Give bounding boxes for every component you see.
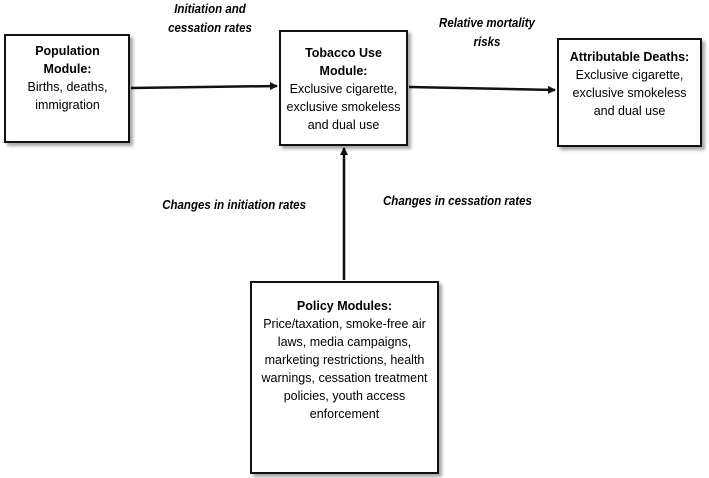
policy-modules-box: Policy Modules: Price/taxation, smoke-fr… (250, 281, 439, 474)
population-module-title: Population Module: (35, 44, 100, 76)
policy-modules-title: Policy Modules: (296, 299, 393, 313)
mortality-risk-label: Relative mortality risks (439, 16, 535, 49)
arrow-tobacco-to-deaths (408, 85, 556, 94)
attributable-deaths-box: Attributable Deaths: Exclusive cigarette… (557, 38, 702, 147)
tobacco-use-module-title: Tobacco Use Module: (305, 46, 382, 78)
attributable-deaths-body: Exclusive cigarette, exclusive smokeless… (572, 68, 687, 118)
population-module-box: Population Module: Births, deaths, immig… (4, 34, 130, 143)
policy-modules-body: Price/taxation, smoke-free air laws, med… (261, 317, 428, 421)
attributable-deaths-title: Attributable Deaths: (569, 50, 690, 64)
tobacco-use-module-box: Tobacco Use Module: Exclusive cigarette,… (279, 30, 408, 146)
population-module-body: Births, deaths, immigration (27, 80, 108, 112)
changes-cessation-label: Changes in cessation rates (383, 194, 532, 208)
arrow-population-to-tobacco (130, 82, 278, 91)
tobacco-use-module-body: Exclusive cigarette, exclusive smokeless… (286, 82, 401, 132)
initiation-cessation-label: Initiation and cessation rates (168, 2, 252, 35)
changes-initiation-label: Changes in initiation rates (162, 198, 306, 212)
